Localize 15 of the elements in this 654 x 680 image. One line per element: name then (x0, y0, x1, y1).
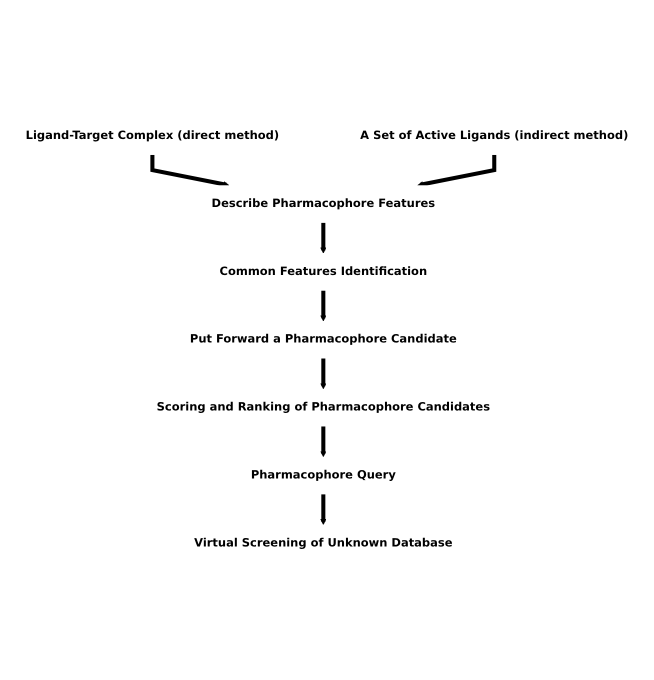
arrow (320, 358, 326, 390)
node-text: A Set of Active Ligands (indirect method) (360, 129, 628, 143)
node-text: Ligand-Target Complex (direct method) (26, 129, 280, 143)
node-text: Pharmacophore Query (250, 468, 396, 482)
node-text: Describe Pharmacophore Features (212, 196, 436, 210)
arrow (417, 155, 496, 188)
arrow (320, 494, 326, 526)
arrow (320, 223, 326, 254)
node-text: Virtual Screening of Unknown Database (194, 536, 453, 550)
arrow (320, 426, 326, 458)
arrow (320, 290, 326, 322)
node-text: Common Features Identification (220, 264, 428, 278)
node-text: Scoring and Ranking of Pharmacophore Candidates (156, 400, 490, 414)
arrow (150, 155, 230, 188)
node-text: Put Forward a Pharmacophore Candidate (190, 332, 457, 346)
